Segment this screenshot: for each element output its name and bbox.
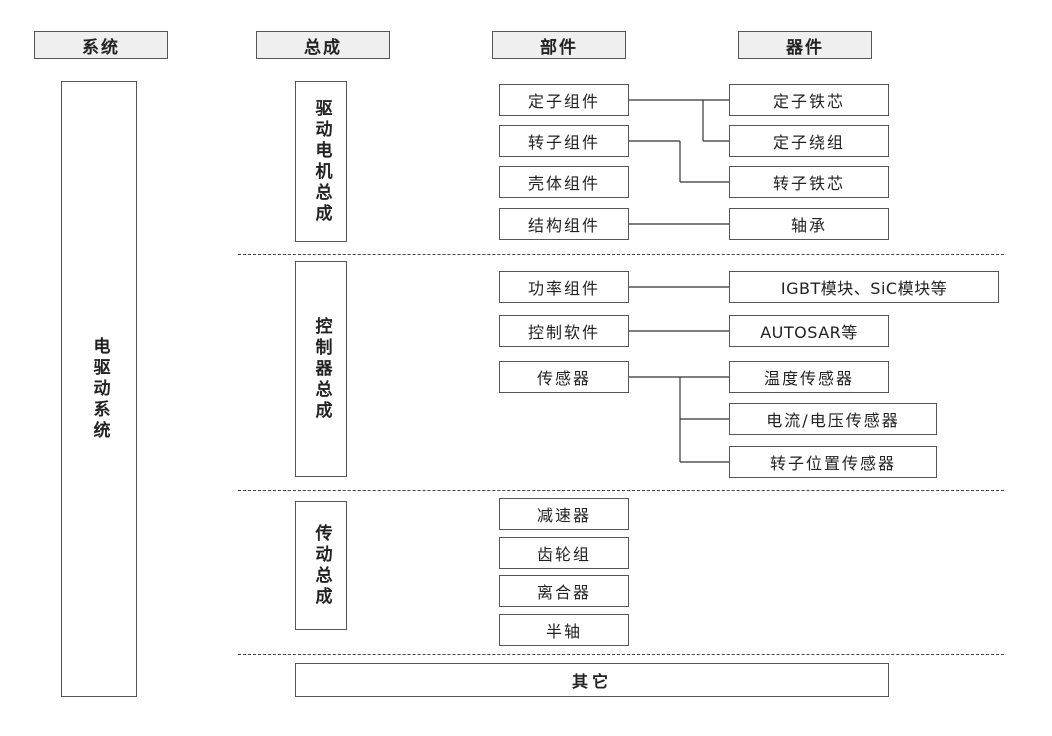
component-rotor-assembly: 转子组件 (499, 125, 629, 157)
component-power-module: 功率组件 (499, 271, 629, 303)
component-half-shaft: 半轴 (499, 614, 629, 646)
other-box: 其它 (295, 663, 889, 697)
section-divider-3 (238, 654, 1004, 655)
device-igbt-sic-module: IGBT模块、SiC模块等 (729, 271, 999, 303)
device-bearing: 轴承 (729, 208, 889, 240)
device-rotor-position-sensor: 转子位置传感器 (729, 446, 937, 478)
assembly-motor: 驱动电机总成 (295, 81, 347, 242)
device-temperature-sensor: 温度传感器 (729, 361, 889, 393)
assembly-motor-label: 驱动电机总成 (311, 98, 332, 225)
component-reducer: 减速器 (499, 498, 629, 530)
component-control-software: 控制软件 (499, 315, 629, 347)
header-assembly: 总成 (256, 31, 390, 59)
device-current-voltage-sensor: 电流/电压传感器 (729, 403, 937, 435)
section-divider-1 (238, 254, 1004, 255)
device-rotor-core: 转子铁芯 (729, 166, 889, 198)
component-clutch: 离合器 (499, 575, 629, 607)
device-autosar: AUTOSAR等 (729, 315, 889, 347)
assembly-transmission: 传动总成 (295, 501, 347, 630)
device-stator-winding: 定子绕组 (729, 125, 889, 157)
header-device: 器件 (738, 31, 872, 59)
assembly-transmission-label: 传动总成 (311, 523, 332, 608)
component-gear-set: 齿轮组 (499, 537, 629, 569)
device-stator-core: 定子铁芯 (729, 84, 889, 116)
component-housing-assembly: 壳体组件 (499, 166, 629, 198)
assembly-controller: 控制器总成 (295, 261, 347, 477)
header-system: 系统 (34, 31, 168, 59)
section-divider-2 (238, 490, 1004, 491)
system-label: 电驱动系统 (89, 336, 110, 442)
header-component: 部件 (492, 31, 626, 59)
component-sensors: 传感器 (499, 361, 629, 393)
component-stator-assembly: 定子组件 (499, 84, 629, 116)
assembly-controller-label: 控制器总成 (311, 316, 332, 422)
system-box: 电驱动系统 (61, 81, 137, 697)
component-structure-assembly: 结构组件 (499, 208, 629, 240)
